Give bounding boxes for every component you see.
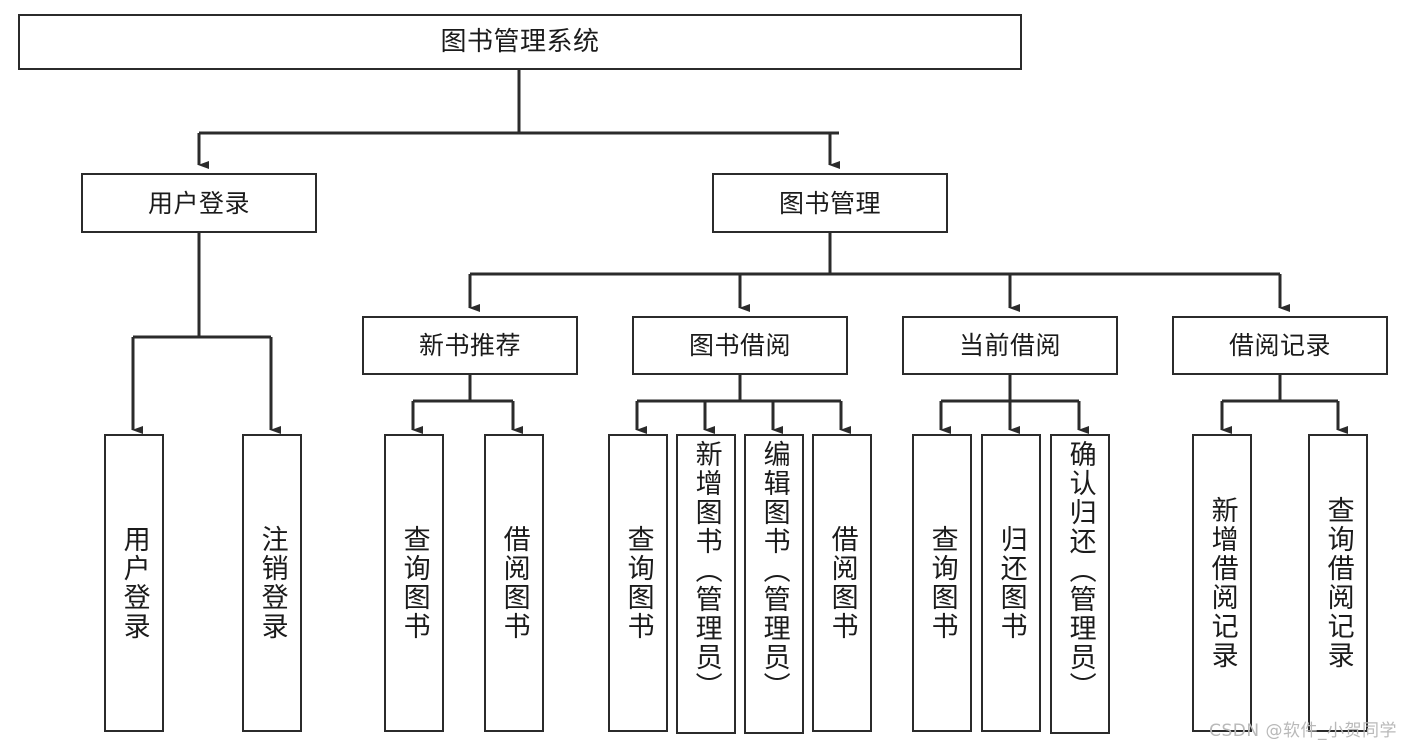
node-user-login[interactable]: 用户登录 [81,173,317,233]
node-leaf-return-book[interactable]: 归还图书 [981,434,1041,732]
node-book-manage[interactable]: 图书管理 [712,173,948,233]
node-label: 新书推荐 [418,331,521,360]
node-leaf-borrow-book-2[interactable]: 借阅图书 [812,434,872,732]
node-leaf-query-book-2[interactable]: 查询图书 [608,434,668,732]
node-label: 查询图书 [398,525,430,641]
node-root-system[interactable]: 图书管理系统 [18,14,1022,70]
node-leaf-query-record[interactable]: 查询借阅记录 [1308,434,1368,732]
node-label: 借阅记录 [1228,331,1331,360]
node-leaf-user-login[interactable]: 用户登录 [104,434,164,732]
node-leaf-user-logout[interactable]: 注销登录 [242,434,302,732]
node-label: 查询图书 [622,525,654,641]
node-label: 归还图书 [995,525,1027,641]
node-label: 用户登录 [118,525,150,641]
node-label: 当前借阅 [958,331,1061,360]
node-leaf-borrow-book-1[interactable]: 借阅图书 [484,434,544,732]
node-new-book-recommend[interactable]: 新书推荐 [362,316,578,375]
node-label: 查询图书 [926,525,958,641]
node-label: 注销登录 [256,525,288,641]
node-leaf-confirm-return[interactable]: 确认归还（管理员） [1050,434,1110,734]
node-label: 确认归还（管理员） [1064,440,1096,701]
node-label: 编辑图书（管理员） [758,440,790,701]
node-leaf-add-record[interactable]: 新增借阅记录 [1192,434,1252,732]
node-current-borrow[interactable]: 当前借阅 [902,316,1118,375]
node-label: 查询借阅记录 [1322,496,1354,670]
node-label: 图书借阅 [688,331,791,360]
node-leaf-add-book[interactable]: 新增图书（管理员） [676,434,736,734]
node-book-borrow[interactable]: 图书借阅 [632,316,848,375]
node-label: 新增图书（管理员） [690,440,722,701]
node-leaf-edit-book[interactable]: 编辑图书（管理员） [744,434,804,734]
node-label: 借阅图书 [498,525,530,641]
watermark-text: CSDN @软件_小贺同学 [1209,721,1397,741]
node-leaf-query-book-1[interactable]: 查询图书 [384,434,444,732]
node-label: 图书管理 [778,188,881,218]
node-label: 新增借阅记录 [1206,496,1238,670]
node-borrow-record[interactable]: 借阅记录 [1172,316,1388,375]
node-label: 用户登录 [147,188,250,218]
node-label: 图书管理系统 [440,27,600,57]
node-label: 借阅图书 [826,525,858,641]
node-leaf-query-book-3[interactable]: 查询图书 [912,434,972,732]
